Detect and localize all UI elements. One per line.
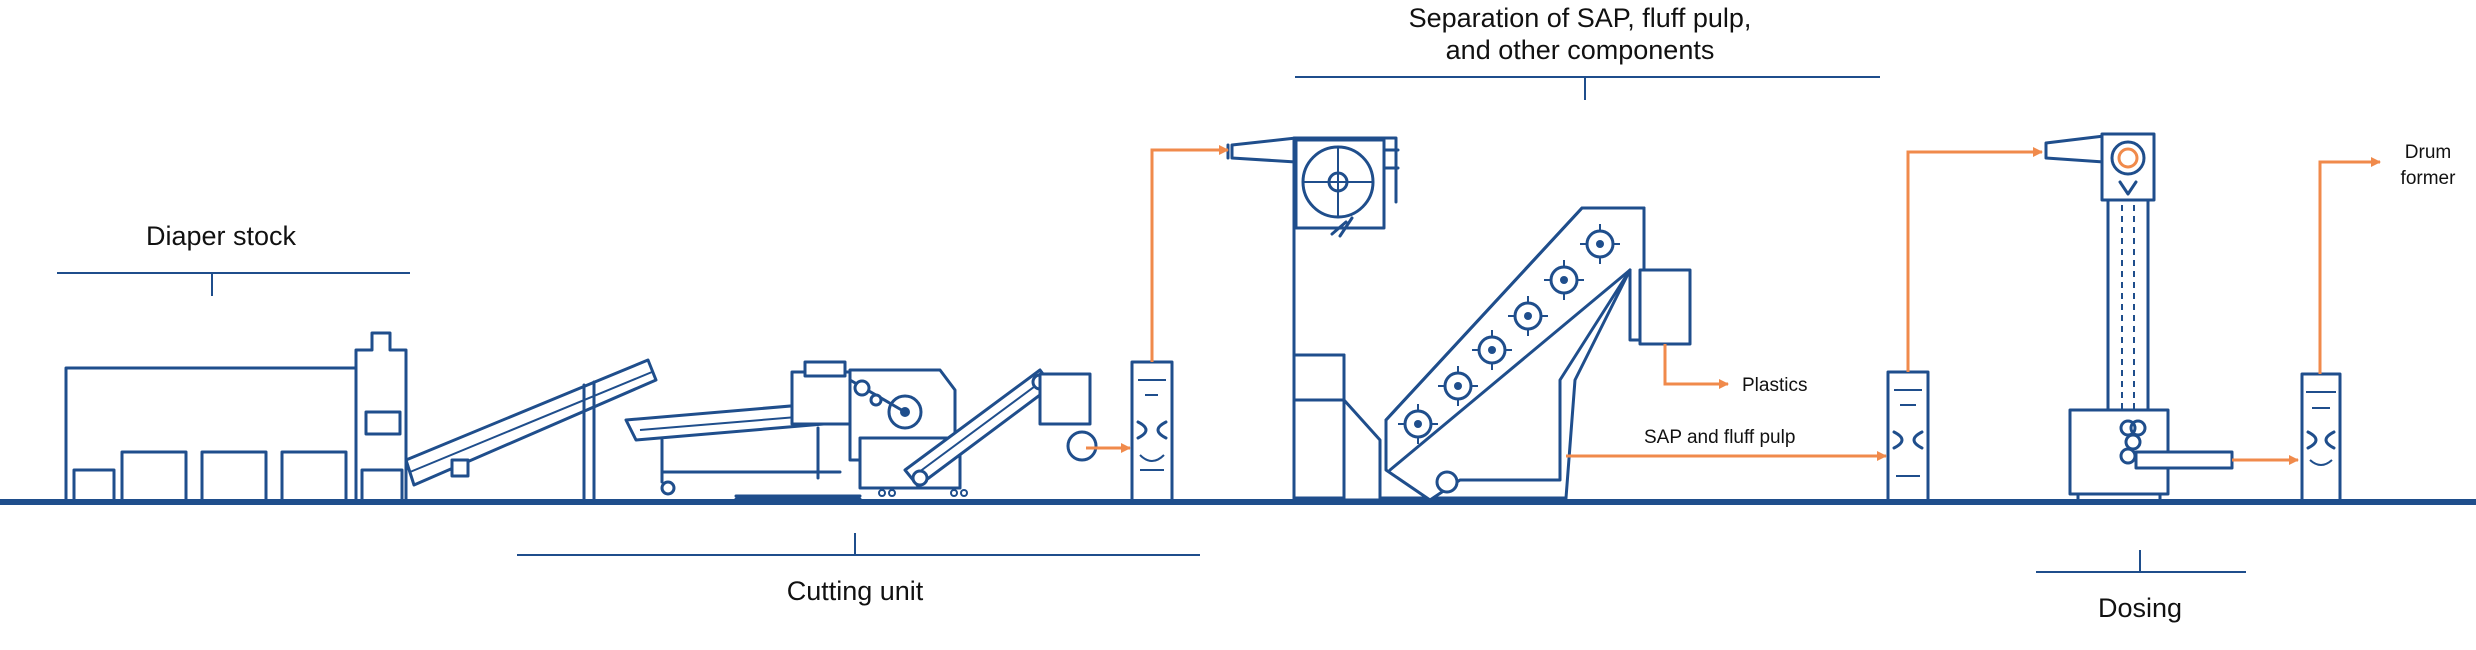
label-separation: Separation of SAP, fluff pulp, and other… (1295, 3, 1880, 100)
flow-cyclone2-to-dosing (1906, 147, 2043, 372)
drum-former-label-line2: former (2401, 168, 2457, 189)
separation-unit (1226, 136, 1692, 502)
cutting-unit-text: Cutting unit (787, 576, 924, 606)
plastics-label: Plastics (1742, 375, 1807, 396)
dosing-text: Dosing (2098, 593, 2182, 623)
flow-cyclone1-to-separation (1150, 145, 1229, 362)
flow-plastics (1663, 344, 1729, 389)
cyclone-2 (1886, 370, 1930, 502)
diaper-stock-text: Diaper stock (146, 221, 297, 251)
label-cutting-unit: Cutting unit (517, 533, 1200, 606)
drum-former-label-line1: Drum (2405, 142, 2451, 163)
sap-fluff-label: SAP and fluff pulp (1644, 427, 1795, 448)
label-diaper-stock: Diaper stock (57, 221, 410, 296)
label-dosing: Dosing (2036, 550, 2246, 623)
separation-rotors (1398, 224, 1620, 444)
cyclone-1 (1130, 360, 1174, 504)
flow-arrows (1086, 145, 2381, 465)
diaper-stock-warehouse (64, 331, 408, 504)
flow-to-drum-former (2318, 157, 2381, 374)
cyclone-3 (2300, 372, 2342, 502)
cutting-machine (624, 360, 1098, 501)
infeed-conveyor (404, 358, 658, 504)
separation-text-line2: and other components (1446, 35, 1715, 65)
separation-text-line1: Separation of SAP, fluff pulp, (1409, 3, 1752, 33)
dosing-unit (2044, 132, 2234, 502)
